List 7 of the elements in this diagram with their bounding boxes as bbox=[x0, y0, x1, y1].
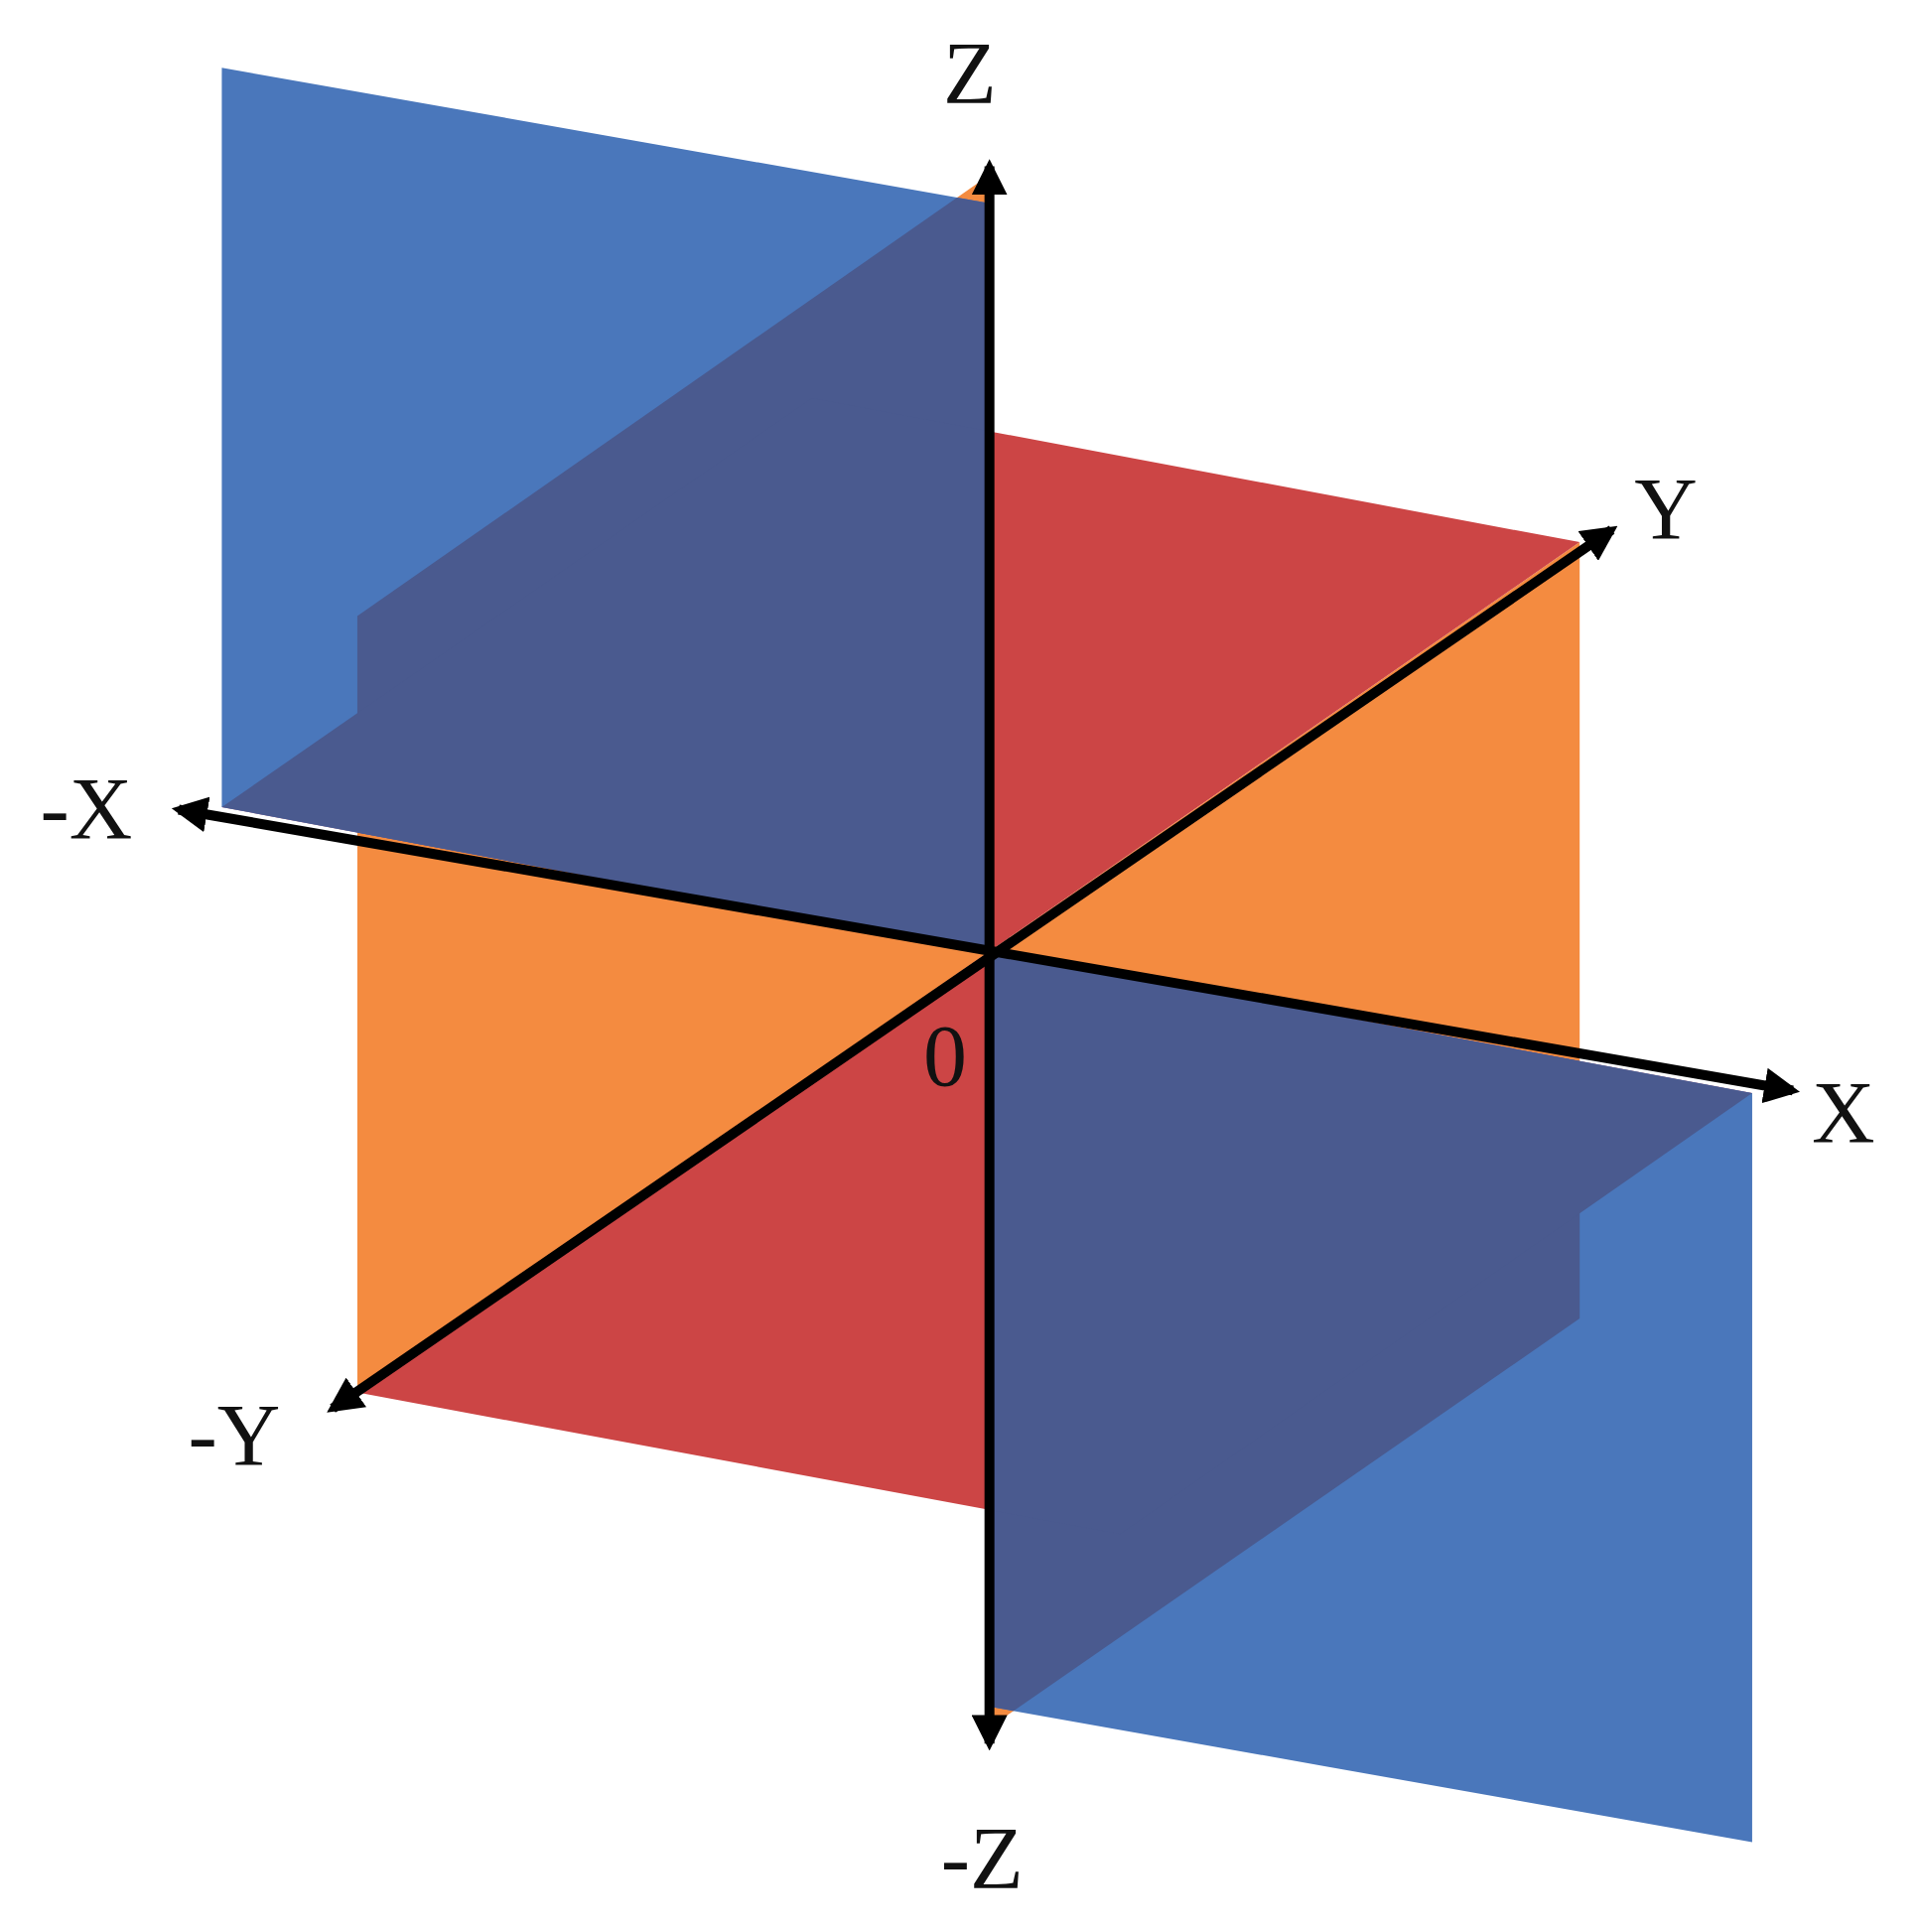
axis-label: 0 bbox=[923, 1012, 967, 1100]
axis-label: X bbox=[1812, 1068, 1875, 1157]
axis-label: Z bbox=[942, 30, 997, 118]
axis-label: -Z bbox=[940, 1814, 1024, 1902]
axis-label: -X bbox=[40, 765, 133, 854]
axis-label: -Y bbox=[188, 1391, 281, 1479]
axis-label: Y bbox=[1634, 465, 1698, 553]
